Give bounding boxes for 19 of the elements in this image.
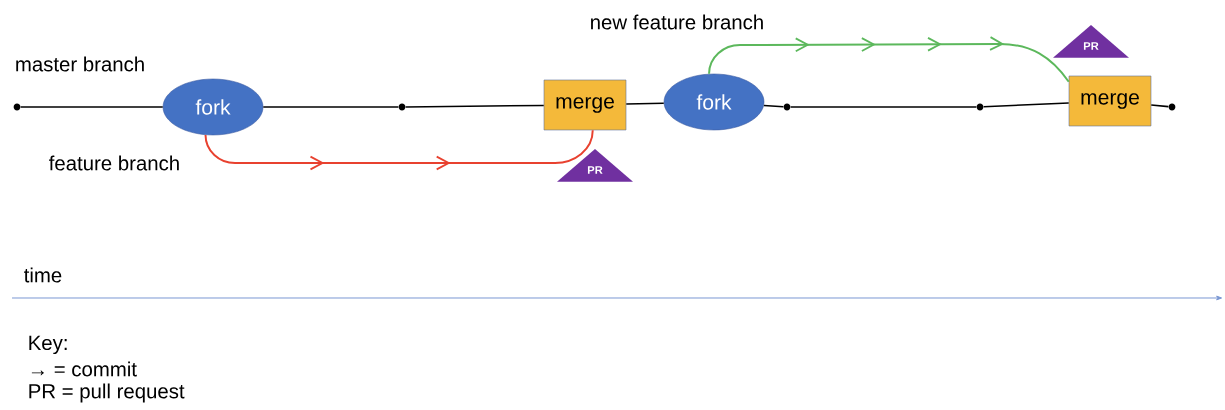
- branch-line: [262, 106, 400, 108]
- branch-label: new feature branch: [591, 14, 763, 30]
- key-heading: Key:: [29, 335, 67, 355]
- key-entry: → = commit: [31, 361, 137, 377]
- branch-label: master branch: [16, 56, 144, 72]
- merge-box: merge: [1068, 75, 1152, 127]
- merge-box: merge: [543, 79, 627, 131]
- branch-line: [404, 104, 545, 108]
- pull-request-triangle: PR: [557, 148, 633, 182]
- branch-line: [982, 102, 1070, 108]
- axis-label: time: [24, 267, 62, 283]
- branch-line: [625, 102, 665, 105]
- pull-request-triangle: PR: [1053, 24, 1129, 58]
- key-entry: PR = pull request: [29, 383, 185, 403]
- branch-line: [789, 106, 978, 108]
- branch-label: feature branch: [49, 155, 179, 171]
- branch-line: [763, 104, 785, 108]
- branch-line: [19, 106, 164, 108]
- branch-line: [1150, 104, 1170, 108]
